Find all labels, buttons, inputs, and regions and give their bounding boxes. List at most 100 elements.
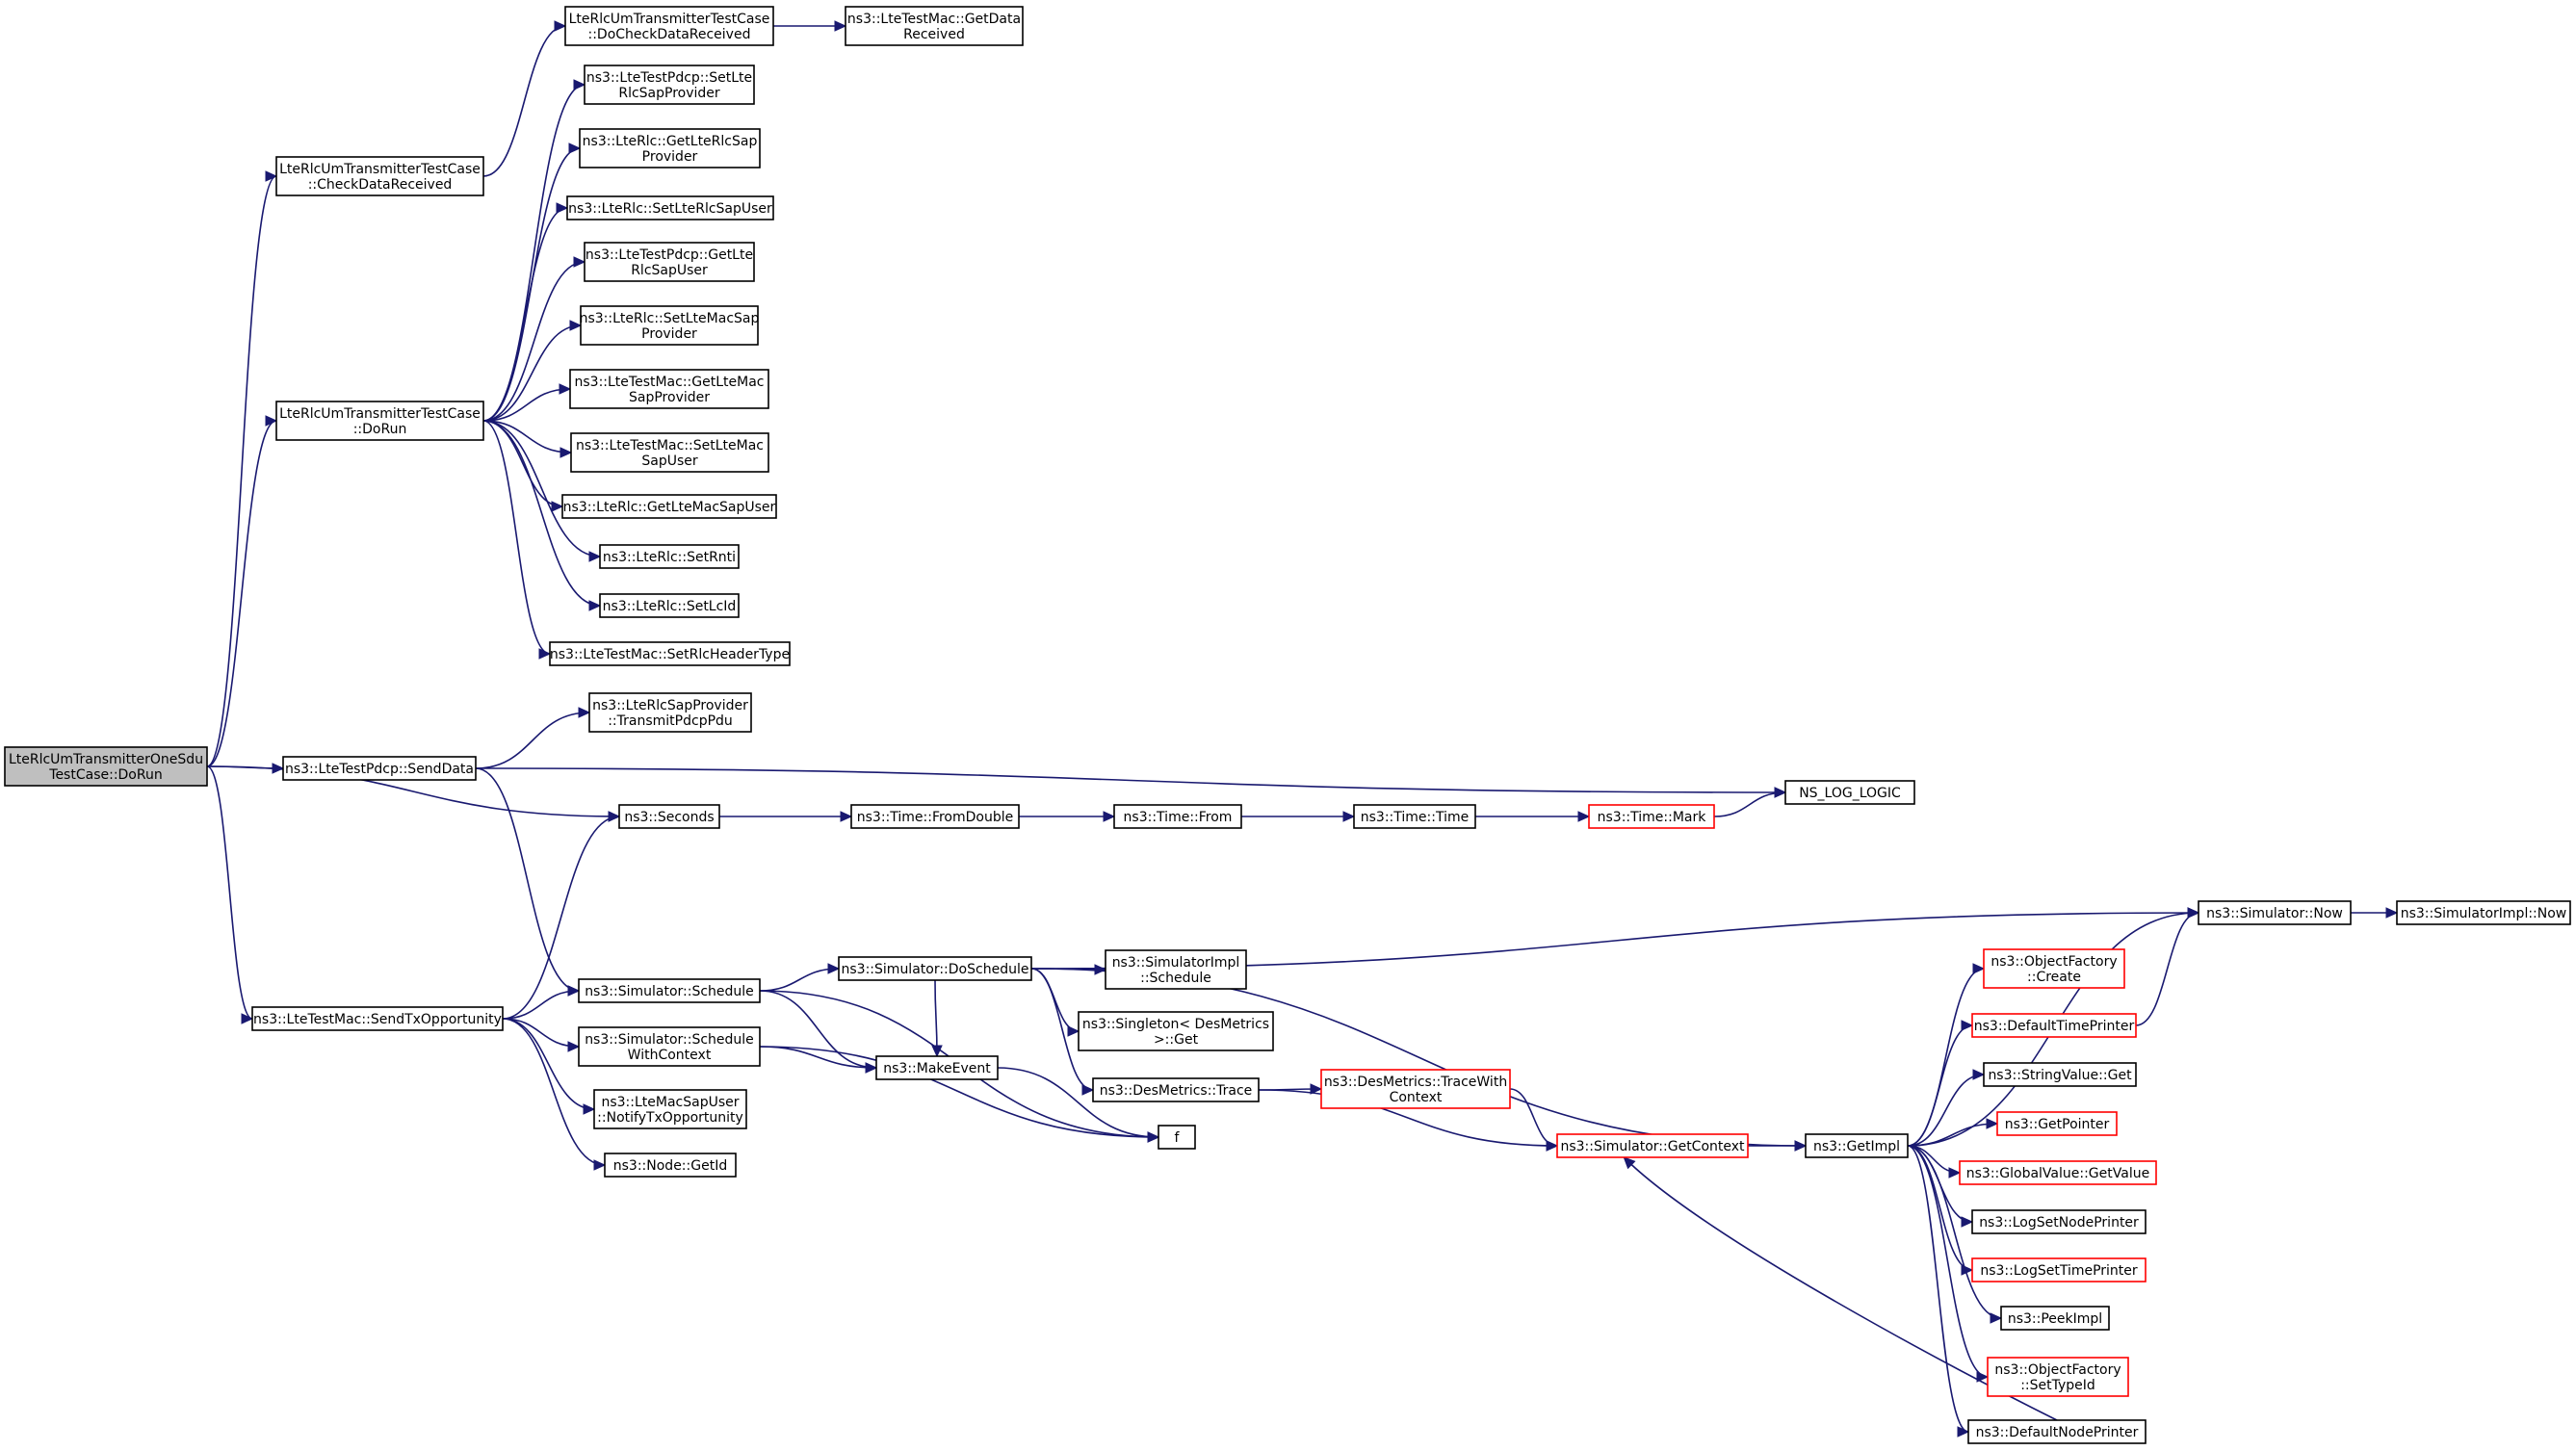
node-label: ns3::Simulator::DoSchedule bbox=[842, 962, 1029, 977]
node-ns3-lterlc-setlterlcsapuser[interactable]: ns3::LteRlc::SetLteRlcSapUser bbox=[566, 195, 774, 220]
node-ns3-makeevent[interactable]: ns3::MakeEvent bbox=[875, 1055, 999, 1080]
node-label: ns3::LteTestMac::GetData bbox=[847, 12, 1021, 27]
node-ns3-ltemacsapuser-notifytxopportunity[interactable]: ns3::LteMacSapUser::NotifyTxOpportunity bbox=[593, 1089, 747, 1129]
edge-arrowhead bbox=[1577, 811, 1591, 822]
node-lterlcumtransmittertestcase-dorun[interactable]: LteRlcUmTransmitterTestCase::DoRun bbox=[275, 401, 484, 441]
node-lterlcumtransmittertestcase-docheckdatareceived[interactable]: LteRlcUmTransmitterTestCase::DoCheckData… bbox=[564, 6, 774, 46]
node-label: >::Get bbox=[1154, 1032, 1199, 1048]
node-box bbox=[566, 195, 774, 220]
edge-arrowhead bbox=[1081, 1084, 1095, 1096]
node-ns3-seconds[interactable]: ns3::Seconds bbox=[618, 804, 720, 829]
node-label: ns3::DefaultTimePrinter bbox=[1974, 1019, 2135, 1034]
edge-arrowhead bbox=[573, 256, 586, 268]
node-ns3-lterlc-setrnti[interactable]: ns3::LteRlc::SetRnti bbox=[599, 544, 740, 569]
node-box bbox=[2198, 900, 2352, 925]
edge-line bbox=[502, 1018, 580, 1048]
node-box bbox=[2396, 900, 2571, 925]
node-label: ns3::Simulator::Now bbox=[2206, 906, 2343, 921]
edge-tcDoRun-to-setLcId bbox=[482, 420, 602, 611]
edge-tcDoRun-to-setRnti bbox=[482, 420, 602, 562]
node-f[interactable]: f bbox=[1158, 1125, 1196, 1150]
node-ns3-defaulttimeprinter[interactable]: ns3::DefaultTimePrinter bbox=[1971, 1013, 2137, 1038]
node-ns3-desmetrics-trace[interactable]: ns3::DesMetrics::Trace bbox=[1092, 1077, 1260, 1102]
edge-arrowhead bbox=[931, 1045, 943, 1058]
node-ns-log-logic[interactable]: NS_LOG_LOGIC bbox=[1784, 780, 1915, 805]
node-label: ns3::LteTestMac::SendTxOpportunity bbox=[253, 1012, 502, 1027]
node-ns3-logsetnodeprinter[interactable]: ns3::LogSetNodePrinter bbox=[1971, 1209, 2147, 1234]
node-ns3-objectfactory-create[interactable]: ns3::ObjectFactory::Create bbox=[1983, 948, 2125, 989]
edge-arrowhead bbox=[588, 551, 602, 562]
node-label: ns3::GetPointer bbox=[2005, 1117, 2110, 1132]
edge-sendTxOpp-to-nodeGetId bbox=[502, 1018, 607, 1171]
node-ns3-time-time[interactable]: ns3::Time::Time bbox=[1353, 804, 1476, 829]
node-box bbox=[580, 305, 759, 346]
edge-sendTxOpp-to-schedWithCtx bbox=[502, 1018, 581, 1052]
node-ns3-singleton-desmetrics-get[interactable]: ns3::Singleton< DesMetrics>::Get bbox=[1078, 1011, 1274, 1051]
node-ns3-logsettimeprinter[interactable]: ns3::LogSetTimePrinter bbox=[1971, 1257, 2147, 1283]
node-ns3-stringvalue-get[interactable]: ns3::StringValue::Get bbox=[1983, 1062, 2137, 1087]
node-ns3-simulatorimpl-schedule[interactable]: ns3::SimulatorImpl::Schedule bbox=[1105, 949, 1247, 990]
node-ns3-simulator-schedule[interactable]: ns3::Simulator::Schedule bbox=[578, 978, 761, 1003]
node-ns3-lterlc-getltemacsapuser[interactable]: ns3::LteRlc::GetLteMacSapUser bbox=[561, 494, 777, 519]
edge-arrowhead bbox=[567, 1041, 581, 1052]
node-ns3-time-fromdouble[interactable]: ns3::Time::FromDouble bbox=[850, 804, 1020, 829]
edge-arrowhead bbox=[1623, 1156, 1636, 1170]
node-layer: LteRlcUmTransmitterOneSduTestCase::DoRun… bbox=[4, 6, 2571, 1444]
node-box bbox=[570, 432, 769, 473]
edge-arrowhead bbox=[1546, 1140, 1559, 1152]
node-ns3-simulator-now[interactable]: ns3::Simulator::Now bbox=[2198, 900, 2352, 925]
node-box bbox=[1983, 1062, 2137, 1087]
edge-arrowhead bbox=[834, 20, 847, 32]
node-ns3-simulator-getcontext[interactable]: ns3::Simulator::GetContext bbox=[1556, 1133, 1749, 1158]
node-ns3-defaultnodeprinter[interactable]: ns3::DefaultNodePrinter bbox=[1967, 1419, 2147, 1444]
node-ns3-ltetestmac-sendtxopportunity[interactable]: ns3::LteTestMac::SendTxOpportunity bbox=[251, 1006, 504, 1031]
node-label: ns3::PeekImpl bbox=[2008, 1311, 2102, 1327]
node-ns3-getpointer[interactable]: ns3::GetPointer bbox=[1996, 1111, 2118, 1136]
node-ns3-objectfactory-settypeid[interactable]: ns3::ObjectFactory::SetTypeId bbox=[1987, 1357, 2129, 1397]
node-label: LteRlcUmTransmitterTestCase bbox=[569, 12, 770, 27]
edge-arrowhead bbox=[2187, 907, 2200, 919]
node-ns3-time-from[interactable]: ns3::Time::From bbox=[1113, 804, 1242, 829]
node-label: Context bbox=[1390, 1090, 1443, 1105]
node-ns3-getimpl[interactable]: ns3::GetImpl bbox=[1805, 1133, 1909, 1158]
edge-simGetContext-to-getImpl bbox=[1748, 1140, 1808, 1152]
node-lterlcumtransmittertestcase-checkdatareceived[interactable]: LteRlcUmTransmitterTestCase::CheckDataRe… bbox=[275, 156, 484, 196]
node-label: ns3::DesMetrics::TraceWith bbox=[1324, 1075, 1507, 1090]
node-ns3-peekimpl[interactable]: ns3::PeekImpl bbox=[2000, 1306, 2110, 1331]
node-ns3-ltetestpdcp-senddata[interactable]: ns3::LteTestPdcp::SendData bbox=[282, 756, 477, 781]
edge-arrowhead bbox=[573, 79, 586, 91]
node-label: ::TransmitPdcpPdu bbox=[608, 713, 733, 729]
node-ns3-lterlcsapprovider-transmitpdcppdu[interactable]: ns3::LteRlcSapProvider::TransmitPdcpPdu bbox=[588, 692, 752, 733]
node-box bbox=[838, 956, 1032, 981]
edge-tcDoRun-to-getLteMacSapProv bbox=[482, 383, 572, 422]
node-box bbox=[1987, 1357, 2129, 1397]
edge-line bbox=[1030, 968, 1080, 1032]
edge-arrowhead bbox=[1342, 811, 1356, 822]
node-label: ns3::StringValue::Get bbox=[1988, 1068, 2132, 1083]
node-ns3-simulator-doschedule[interactable]: ns3::Simulator::DoSchedule bbox=[838, 956, 1032, 981]
node-ns3-node-getid[interactable]: ns3::Node::GetId bbox=[604, 1153, 737, 1178]
node-ns3-globalvalue-getvalue[interactable]: ns3::GlobalValue::GetValue bbox=[1959, 1160, 2157, 1185]
node-ns3-simulatorimpl-now[interactable]: ns3::SimulatorImpl::Now bbox=[2396, 900, 2571, 925]
node-ns3-ltetestmac-setrlcheadertype[interactable]: ns3::LteTestMac::SetRlcHeaderType bbox=[549, 641, 791, 666]
node-box bbox=[1353, 804, 1476, 829]
node-box bbox=[578, 978, 761, 1003]
node-label: ns3::ObjectFactory bbox=[1994, 1362, 2121, 1378]
edge-arrowhead bbox=[1310, 1083, 1323, 1095]
edge-tcDoRun-to-setLteRlcSapUser bbox=[482, 202, 569, 422]
node-label: ns3::LteRlc::SetLteRlcSapUser bbox=[568, 201, 772, 217]
node-ns3-lterlc-setlcid[interactable]: ns3::LteRlc::SetLcId bbox=[599, 593, 740, 618]
edge-line bbox=[759, 1046, 1159, 1138]
edge-sendTxOpp-to-simSchedule bbox=[502, 985, 581, 1020]
node-ns3-time-mark[interactable]: ns3::Time::Mark bbox=[1588, 804, 1715, 829]
